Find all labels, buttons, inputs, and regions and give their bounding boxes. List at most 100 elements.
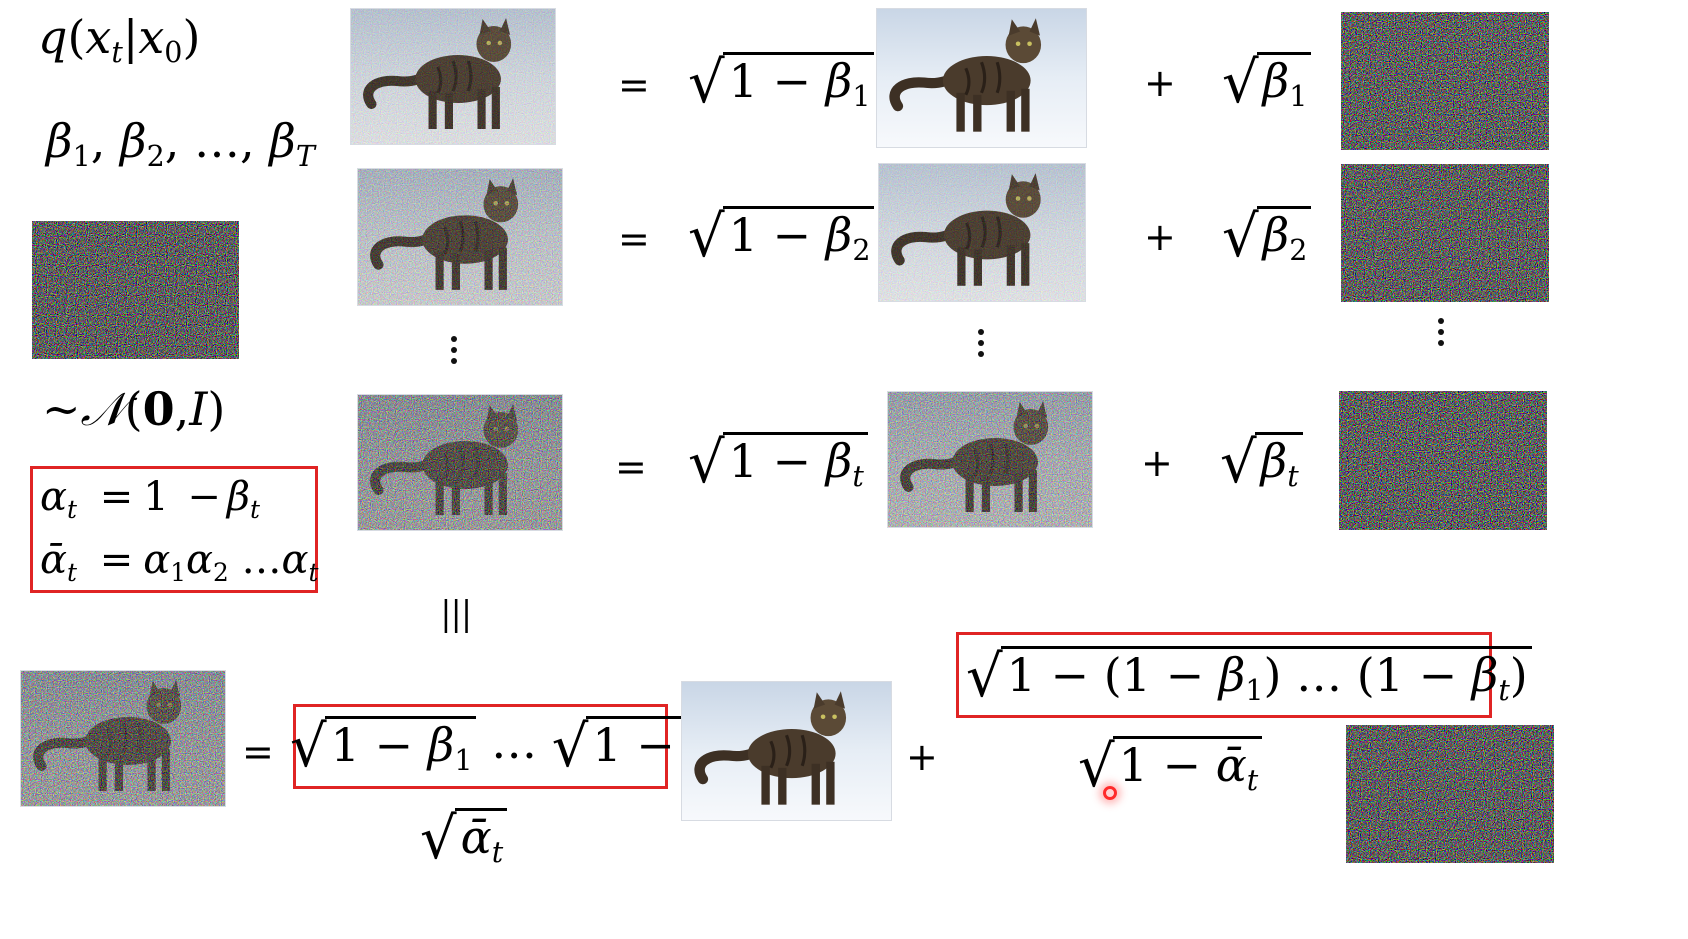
q-symbol: q — [38, 10, 68, 64]
plus-sign: + — [1144, 215, 1176, 259]
subscript-t: t — [491, 836, 504, 870]
minus-sign: − — [187, 474, 221, 520]
minus-sign: − — [772, 208, 812, 262]
equivalence-symbol: ||| — [440, 594, 472, 634]
equals-sign: = — [618, 63, 650, 107]
product-of-sqrt-terms: √1 − β1 … √1 − βt — [290, 716, 732, 776]
sqrt-beta-1: √β1 — [1222, 52, 1312, 114]
equals-sign: = — [615, 445, 647, 489]
given-bar: | — [122, 10, 139, 64]
subscript-t: t — [250, 494, 260, 524]
equals-sign: = — [99, 537, 134, 583]
minus-sign: − — [636, 718, 675, 772]
identity-symbol: I — [189, 382, 208, 436]
ellipsis: … — [241, 537, 282, 583]
plus-sign: + — [906, 735, 938, 779]
noise-image — [1341, 164, 1549, 302]
alpha-bar-symbol: ᾱ — [40, 537, 68, 583]
beta-schedule: β1, β2, …, βT — [46, 118, 315, 172]
beta-symbol: β — [1218, 648, 1246, 702]
alpha-symbol: α — [186, 537, 214, 583]
beta-symbol: β — [825, 434, 853, 488]
beta-symbol: β — [825, 208, 853, 262]
minus-sign: − — [1162, 738, 1202, 792]
paren-close: ) — [1263, 648, 1282, 702]
subscript-t: t — [852, 460, 864, 494]
subscript-1: 1 — [852, 80, 871, 114]
sqrt-one-minus-beta-2: √1 − β2 — [688, 206, 875, 268]
mouse-pointer-icon — [1103, 786, 1117, 800]
subscript-t: t — [1287, 460, 1299, 494]
one: 1 — [143, 474, 169, 520]
zero-vector: 0 — [142, 382, 175, 436]
minus-sign: − — [1165, 648, 1205, 702]
paren-open: ( — [1103, 648, 1122, 702]
subscript-t: t — [1246, 764, 1259, 798]
vertical-ellipsis-icon — [451, 336, 457, 369]
alpha-symbol: α — [281, 537, 309, 583]
noise-image — [1346, 725, 1554, 863]
comma: , — [164, 114, 180, 168]
sqrt-one-minus-beta-1: √1 − β1 — [688, 52, 875, 114]
beta-symbol: β — [427, 718, 455, 772]
subscript-2: 2 — [146, 140, 165, 174]
paren-close: ) — [207, 382, 226, 436]
minus-sign: − — [374, 718, 414, 772]
one: 1 — [1121, 648, 1151, 702]
comma: , — [90, 114, 106, 168]
x-symbol: x — [138, 10, 165, 64]
beta-symbol: β — [269, 114, 296, 168]
subscript-0: 0 — [164, 36, 183, 70]
subscript-t: t — [67, 557, 77, 587]
one: 1 — [728, 208, 758, 262]
one: 1 — [330, 718, 360, 772]
beta-symbol: β — [1471, 648, 1499, 702]
noisy-cat-image-x1 — [878, 163, 1086, 302]
alpha-bar-definition-line2: ᾱt =α1α2 …αt — [40, 540, 319, 586]
subscript-2: 2 — [852, 234, 871, 268]
clean-cat-image-x0 — [681, 681, 892, 821]
paren-open: ( — [67, 10, 86, 64]
one: 1 — [1006, 648, 1036, 702]
subscript-2: 2 — [213, 557, 229, 587]
paren-open: ( — [124, 382, 143, 436]
ellipsis: … — [194, 114, 240, 168]
normal-distribution-label: ~𝒩(0,I) — [42, 386, 225, 432]
minus-sign: − — [772, 434, 812, 488]
plus-sign: + — [1144, 61, 1176, 105]
subscript-1: 1 — [1289, 80, 1308, 114]
subscript-T: T — [295, 140, 315, 174]
subscript-1: 1 — [170, 557, 187, 587]
ellipsis: … — [491, 715, 538, 770]
noisy-cat-image-x1 — [350, 8, 556, 145]
sqrt-beta-t: √βt — [1220, 432, 1303, 492]
vertical-ellipsis-icon — [1438, 318, 1444, 351]
subscript-t: t — [67, 494, 77, 524]
sqrt-alpha-bar-t: √ᾱt — [420, 808, 508, 870]
one: 1 — [592, 718, 622, 772]
noisy-cat-image-xt — [20, 670, 226, 807]
beta-symbol: β — [46, 114, 73, 168]
one: 1 — [1118, 738, 1148, 792]
equals-sign: = — [242, 730, 274, 774]
minus-sign: − — [772, 54, 812, 108]
comma: , — [174, 382, 190, 436]
paren-close: ) — [182, 10, 201, 64]
subscript-1: 1 — [72, 140, 91, 174]
equals-sign: = — [618, 217, 650, 261]
paren-close: ) — [1509, 648, 1528, 702]
subscript-t: t — [111, 36, 123, 70]
alpha-symbol: α — [143, 537, 171, 583]
noisy-cat-image-xt-minus-1 — [887, 391, 1093, 528]
minus-sign: − — [1418, 648, 1458, 702]
beta-symbol: β — [1262, 208, 1290, 262]
beta-symbol: β — [1260, 434, 1288, 488]
noisy-cat-image-xt — [357, 394, 563, 531]
normal-symbol: 𝒩 — [80, 382, 125, 436]
minus-sign: − — [1050, 648, 1090, 702]
variance-sum-highlight-box — [956, 632, 1492, 718]
tilde: ~ — [42, 382, 81, 436]
noise-image — [32, 221, 239, 359]
product-highlight-box — [293, 704, 668, 789]
noise-image — [1341, 12, 1549, 150]
